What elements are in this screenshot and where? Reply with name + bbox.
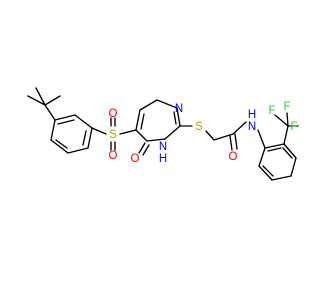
ring-nitrogen-label: N xyxy=(175,103,183,115)
sulfonyl-sulfur-label: S xyxy=(109,129,117,141)
bond xyxy=(282,147,293,159)
bond xyxy=(27,95,46,106)
molecule-structure: S O O O N H N S O N H F F F xyxy=(27,87,299,181)
bond xyxy=(50,119,56,141)
bond xyxy=(87,127,93,149)
fluorine-top-left-label: F xyxy=(268,105,275,117)
thioether-sulfur-label: S xyxy=(195,121,203,133)
bond xyxy=(258,147,266,167)
ring-nh-hydrogen-label: H xyxy=(159,153,167,165)
bond xyxy=(44,104,56,121)
bond xyxy=(258,165,273,181)
amide-nitrogen-label: N xyxy=(248,121,256,133)
bond xyxy=(119,129,137,135)
bond xyxy=(55,139,68,149)
ring-carbonyl-oxygen-label: O xyxy=(131,153,140,165)
bond xyxy=(229,135,233,151)
amide-oxygen-label: O xyxy=(229,151,238,163)
bond xyxy=(67,147,89,154)
bond xyxy=(213,133,234,141)
bond xyxy=(35,87,46,106)
bond xyxy=(267,147,282,152)
bond xyxy=(140,113,145,130)
ring-nh-nitrogen-label: N xyxy=(159,141,167,153)
bond-layer xyxy=(27,87,299,181)
bond xyxy=(271,175,292,181)
fluorine-right-label: F xyxy=(290,121,297,133)
bond xyxy=(142,144,150,156)
bond xyxy=(57,119,75,125)
bond xyxy=(286,112,289,127)
bond xyxy=(283,143,297,159)
bond xyxy=(91,127,107,135)
bond xyxy=(176,107,181,127)
bond xyxy=(138,142,146,154)
bond xyxy=(74,114,93,129)
bond xyxy=(274,114,289,127)
bond xyxy=(156,99,178,109)
bond xyxy=(257,129,266,149)
bond xyxy=(205,130,215,141)
bond xyxy=(82,130,87,146)
fluorine-top-right-label: F xyxy=(283,101,290,113)
bond xyxy=(135,109,141,131)
bond xyxy=(262,165,274,177)
sulfonyl-oxygen-bottom-label: O xyxy=(109,150,118,162)
bond xyxy=(135,129,148,142)
bond xyxy=(290,157,297,177)
bond xyxy=(234,133,238,150)
sulfonyl-oxygen-top-label: O xyxy=(109,108,118,120)
bond xyxy=(139,99,158,111)
bond xyxy=(264,143,285,149)
bond xyxy=(173,111,177,125)
bond xyxy=(164,125,181,140)
amide-hydrogen-label: H xyxy=(248,109,256,121)
bond xyxy=(283,125,289,145)
bond xyxy=(146,138,166,142)
bond xyxy=(232,121,247,135)
atom-label-layer: S O O O N H N S O N H F F F xyxy=(109,101,298,165)
molecule-canvas: S O O O N H N S O N H F F F xyxy=(27,87,299,181)
bond xyxy=(44,95,61,106)
bond xyxy=(54,114,76,121)
bond xyxy=(50,139,69,154)
